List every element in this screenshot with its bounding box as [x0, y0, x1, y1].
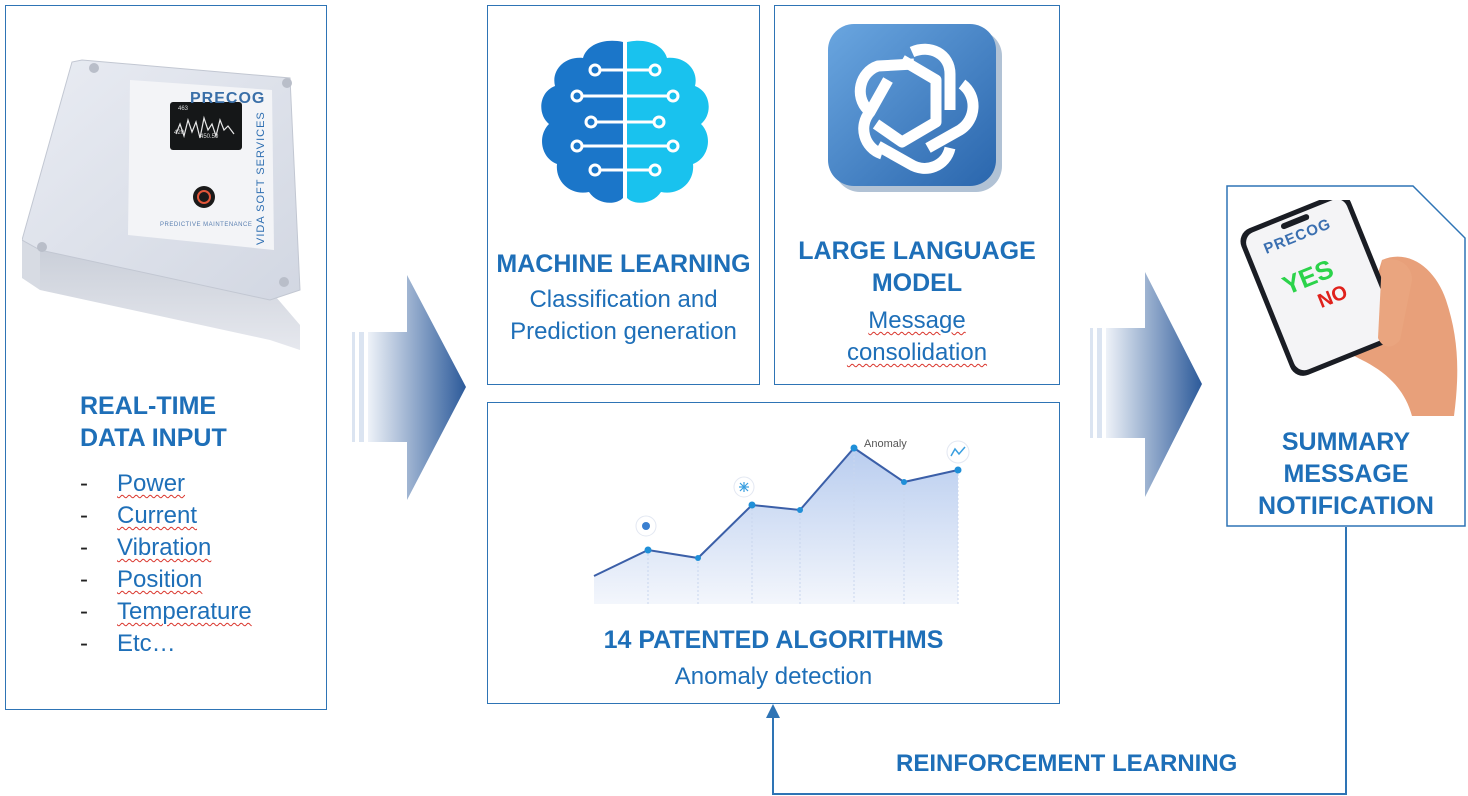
reinforcement-learning-label: REINFORCEMENT LEARNING	[896, 750, 1238, 777]
precog-device-image	[22, 59, 301, 350]
list-item: -Temperature	[80, 598, 252, 625]
phone-in-hand-image	[1240, 200, 1458, 416]
list-item: -Vibration	[80, 534, 212, 561]
ml-subtitle: Classification and Prediction generation	[510, 286, 737, 345]
list-item: -Current	[80, 502, 198, 529]
screen-top-reading: 463	[178, 106, 189, 112]
device-brand-text: PRECOG	[190, 90, 266, 107]
notification-title: SUMMARY MESSAGE NOTIFICATION	[1258, 428, 1434, 520]
screen-mid-reading: 420	[174, 130, 185, 136]
ml-title: MACHINE LEARNING	[496, 250, 751, 278]
brain-icon	[541, 40, 709, 203]
llm-knot-icon	[828, 24, 1002, 192]
screen-value-reading: 450.50	[200, 134, 219, 140]
flow-arrow-right-1	[352, 275, 466, 500]
data-input-title: REAL-TIME DATA INPUT	[80, 392, 227, 452]
list-item: -Position	[80, 566, 203, 593]
list-item: -Etc…	[80, 630, 176, 657]
algorithms-title: 14 PATENTED ALGORITHMS	[603, 626, 944, 654]
machine-learning-panel	[487, 5, 760, 385]
device-footer-text: PREDICTIVE MAINTENANCE	[160, 222, 253, 228]
anomaly-chart	[593, 440, 970, 604]
llm-title: LARGE LANGUAGE MODEL	[798, 237, 1036, 297]
algorithms-subtitle: Anomaly detection	[674, 663, 873, 690]
anomaly-chart-label: Anomaly	[864, 438, 907, 450]
flow-arrow-right-2	[1090, 272, 1202, 497]
llm-subtitle: Message consolidation	[846, 307, 988, 366]
list-item: -Power	[80, 470, 186, 497]
data-input-list: -Power -Current -Vibration -Position -Te…	[80, 468, 252, 660]
